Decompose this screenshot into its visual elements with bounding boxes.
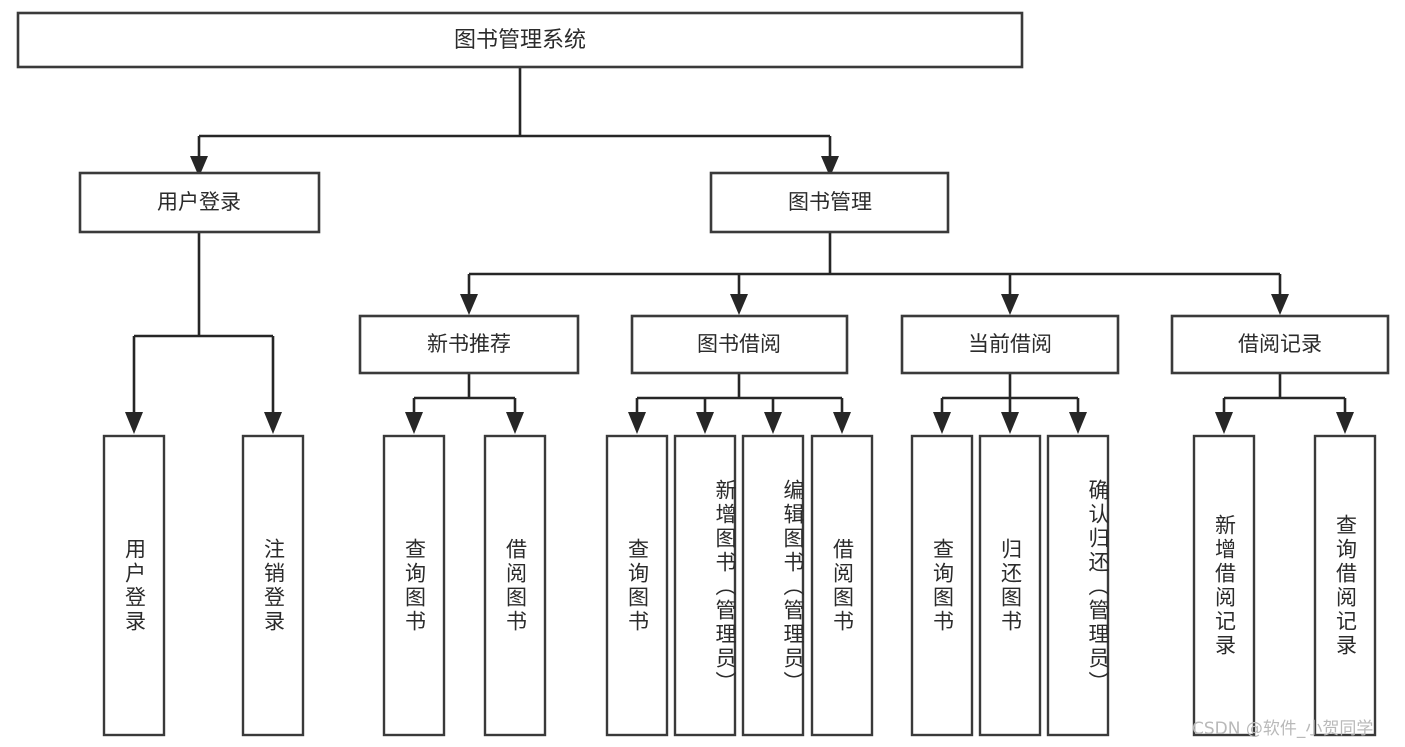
node-current-borrow[interactable]: 当前借阅 xyxy=(900,314,1120,375)
node-new-book-rec[interactable]: 新书推荐 xyxy=(358,314,580,375)
node-leaf-query-book-3[interactable] xyxy=(910,434,974,737)
node-leaf-add-record[interactable] xyxy=(1192,434,1256,737)
node-root-label: 图书管理系统 xyxy=(454,28,586,53)
connector-root-to-level2 xyxy=(190,67,839,177)
node-current-borrow-label: 当前借阅 xyxy=(968,332,1052,356)
node-book-manage[interactable]: 图书管理 xyxy=(709,171,950,234)
node-new-book-rec-label: 新书推荐 xyxy=(427,332,511,356)
node-user-login[interactable]: 用户登录 xyxy=(78,171,321,234)
node-leaf-user-login[interactable] xyxy=(102,434,166,737)
node-user-login-label: 用户登录 xyxy=(157,190,241,214)
node-leaf-borrow-book-1[interactable] xyxy=(483,434,547,737)
node-book-manage-label: 图书管理 xyxy=(788,190,872,214)
node-root[interactable]: 图书管理系统 xyxy=(16,11,1024,69)
node-leaf-add-book[interactable] xyxy=(673,434,737,737)
node-leaf-query-record[interactable] xyxy=(1313,434,1377,737)
csdn-watermark: CSDN @软件_小贺同学 xyxy=(1192,719,1374,739)
connector-borrowrecord-to-leaves xyxy=(1215,373,1354,434)
node-book-borrow-label: 图书借阅 xyxy=(697,332,781,356)
node-leaf-user-logout[interactable] xyxy=(241,434,305,737)
node-leaf-confirm-return[interactable] xyxy=(1046,434,1110,737)
node-leaf-return-book[interactable] xyxy=(978,434,1042,737)
node-leaf-borrow-book-2[interactable] xyxy=(810,434,874,737)
node-leaf-query-book-2[interactable] xyxy=(605,434,669,737)
connector-userlogin-to-leaves xyxy=(125,232,282,434)
node-borrow-record-label: 借阅记录 xyxy=(1238,332,1322,356)
connector-bookborrow-to-leaves xyxy=(628,373,851,434)
node-leaf-query-book-1[interactable] xyxy=(382,434,446,737)
node-book-borrow[interactable]: 图书借阅 xyxy=(630,314,849,375)
node-leaf-edit-book[interactable] xyxy=(741,434,805,737)
connector-bookmanage-to-level3 xyxy=(460,232,1289,315)
connector-newbook-to-leaves xyxy=(405,373,524,434)
node-borrow-record[interactable]: 借阅记录 xyxy=(1170,314,1390,375)
connector-currentborrow-to-leaves xyxy=(933,373,1087,434)
